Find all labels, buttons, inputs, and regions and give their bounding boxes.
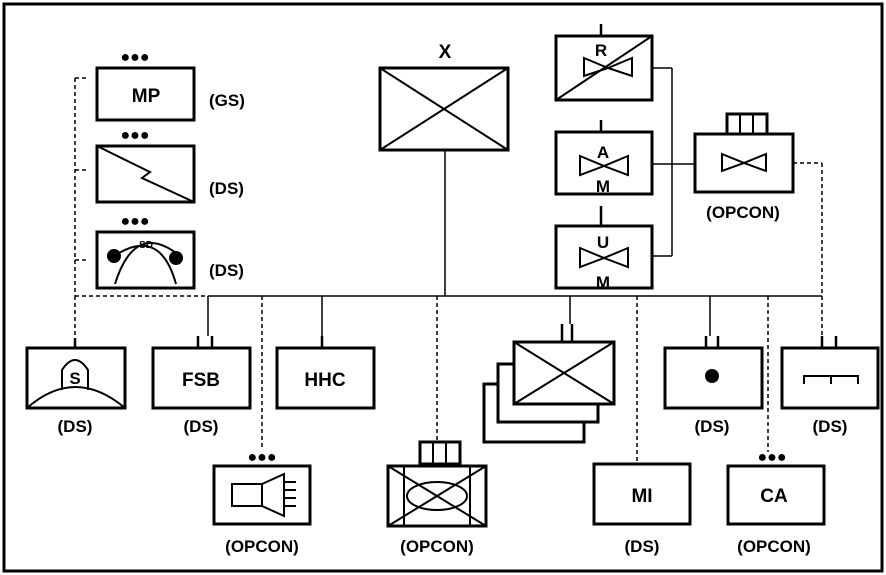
connector-lines xyxy=(74,67,823,462)
aviation-top-label: U xyxy=(597,233,609,252)
smoke-relation: (DS) xyxy=(209,261,244,280)
recon-unit: R xyxy=(554,24,654,102)
engineer-relation: (DS) xyxy=(58,417,93,436)
mp-size-dots: ●●● xyxy=(121,49,150,66)
searchlight-size-dots: ●●● xyxy=(248,449,277,466)
mp-label: MP xyxy=(132,86,161,107)
chemical-relation: (DS) xyxy=(695,417,730,436)
searchlight-relation: (OPCON) xyxy=(225,537,299,556)
civil-affairs-unit: ●●● CA (OPCON) xyxy=(726,449,826,556)
aviation-brigade-unit: (OPCON) xyxy=(693,112,795,222)
headquarters-unit: X xyxy=(378,42,510,152)
military-intelligence-unit: MI (DS) xyxy=(592,462,692,556)
smoke-unit: ●●● SD (DS) xyxy=(95,213,244,290)
signal-unit: ●●● (DS) xyxy=(95,127,244,204)
recon-label: R xyxy=(595,41,607,60)
signal-relation: (DS) xyxy=(209,179,244,198)
military-police-unit: ●●● MP (GS) xyxy=(95,49,245,122)
signal-size-dots: ●●● xyxy=(121,127,150,144)
aviation-unit: U M xyxy=(554,206,654,292)
smoke-size-dots: ●●● xyxy=(121,213,150,230)
ca-relation: (OPCON) xyxy=(737,537,811,556)
mi-relation: (DS) xyxy=(625,537,660,556)
armor-bottom-label: M xyxy=(596,177,610,196)
armor-unit: A M xyxy=(554,120,654,196)
engineer-label: S xyxy=(69,369,80,388)
stacked-maneuver-units xyxy=(482,324,616,444)
armored-cavalry-relation: (OPCON) xyxy=(400,537,474,556)
fsb-relation: (DS) xyxy=(184,417,219,436)
aviation-bottom-label: M xyxy=(596,273,610,292)
aviation-brigade-relation: (OPCON) xyxy=(706,203,780,222)
chemical-unit: (DS) xyxy=(663,336,764,436)
hq-echelon-label: X xyxy=(439,42,452,63)
ca-size-dots: ●●● xyxy=(758,449,787,466)
mp-relation: (GS) xyxy=(209,91,245,110)
rear-ops-unit: (DS) xyxy=(780,336,880,436)
rear-ops-relation: (DS) xyxy=(813,417,848,436)
hhc-unit: HHC xyxy=(275,336,376,410)
armored-cavalry-unit: (OPCON) xyxy=(386,440,488,556)
ca-label: CA xyxy=(760,486,788,507)
hhc-label: HHC xyxy=(304,370,345,391)
fsb-unit: FSB (DS) xyxy=(151,336,252,436)
smoke-label: SD xyxy=(139,240,153,251)
fsb-label: FSB xyxy=(182,370,220,391)
searchlight-unit: ●●● (OPCON) xyxy=(212,449,312,556)
armor-top-label: A xyxy=(597,143,609,162)
mi-label: MI xyxy=(631,486,652,507)
engineer-unit: S (DS) xyxy=(25,338,127,436)
